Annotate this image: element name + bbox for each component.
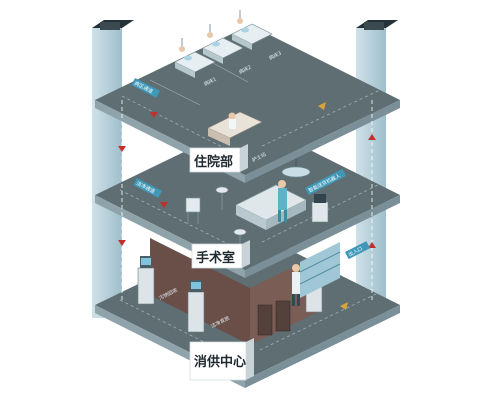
floor-label-middle: 手术室 xyxy=(191,240,250,269)
corridor-arrows xyxy=(150,102,348,310)
staff-figure-bottom xyxy=(292,264,300,306)
floor-label-middle-text: 手术室 xyxy=(196,250,235,266)
bed-1 xyxy=(174,38,216,78)
supply-shelf xyxy=(299,242,341,298)
bed-2 xyxy=(202,24,244,64)
pillar-left xyxy=(92,20,134,318)
robot-cart-middle xyxy=(187,280,205,333)
floor-label-bottom-text: 消供中心 xyxy=(194,354,246,370)
transport-path-right xyxy=(368,100,376,300)
instrument-stands xyxy=(185,186,247,246)
robot-cart-left xyxy=(137,256,155,305)
transport-path-left xyxy=(118,100,126,300)
pillar-right xyxy=(356,20,398,318)
bed-3 xyxy=(231,10,273,50)
monitor-cart xyxy=(311,194,329,223)
surgeon-figure xyxy=(278,180,287,222)
floor-label-top-text: 住院部 xyxy=(194,154,233,170)
floor-label-bottom: 消供中心 xyxy=(189,338,254,381)
floor-label-top: 住院部 xyxy=(189,144,248,173)
nurse-station-desk xyxy=(207,111,263,146)
